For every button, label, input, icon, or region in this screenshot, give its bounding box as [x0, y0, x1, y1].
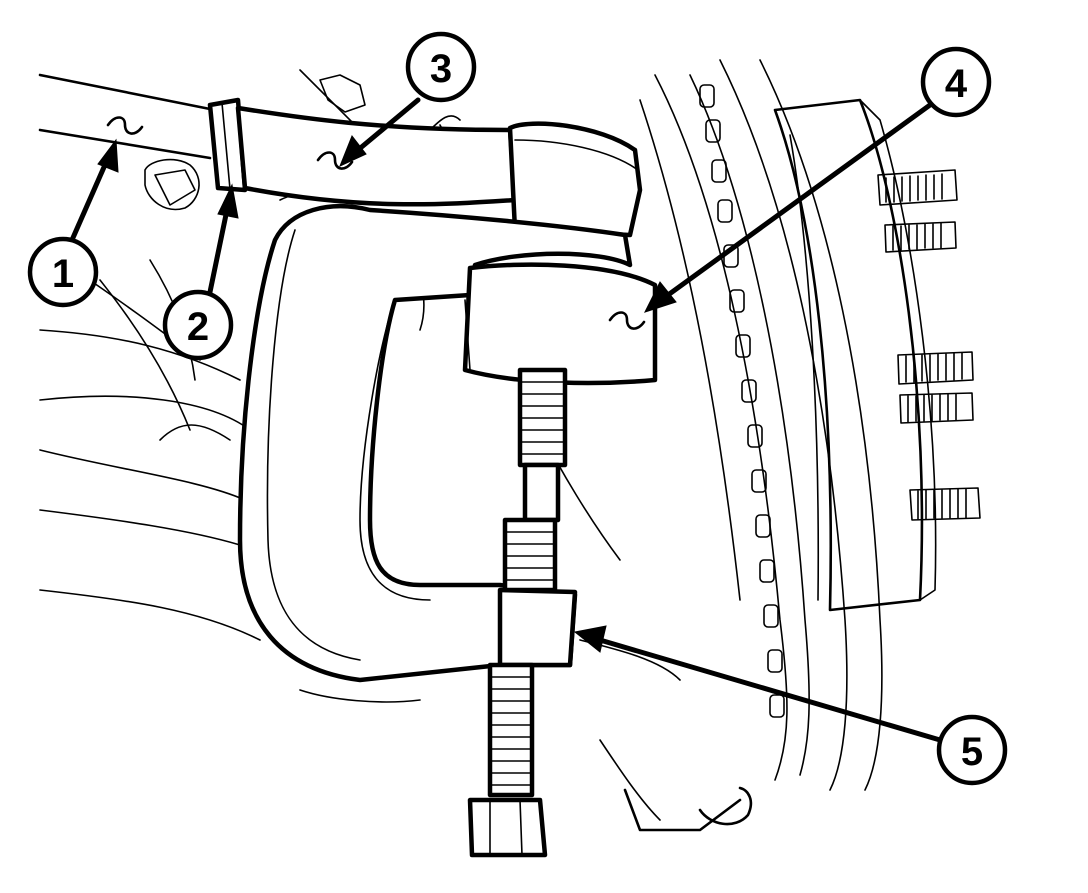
callout-1-label: 1 — [52, 252, 74, 296]
callout-5-label: 5 — [961, 730, 983, 774]
tie-rod — [38, 73, 518, 207]
callout-3-label: 3 — [430, 47, 452, 91]
callout-2-label: 2 — [187, 305, 209, 349]
brake-rotor — [639, 59, 883, 791]
wheel-hub — [773, 98, 937, 612]
callout-1: 1 — [27, 236, 99, 308]
callout-4-label: 4 — [945, 62, 968, 106]
callout-2: 2 — [162, 289, 234, 361]
wheel-studs — [877, 169, 981, 521]
ball-joint-puller-tool — [106, 116, 658, 858]
callout-3: 3 — [405, 31, 477, 103]
callout-5: 5 — [936, 714, 1008, 786]
callout-4: 4 — [920, 46, 992, 118]
leader-arrows — [69, 97, 943, 743]
steering-knuckle — [507, 121, 643, 238]
